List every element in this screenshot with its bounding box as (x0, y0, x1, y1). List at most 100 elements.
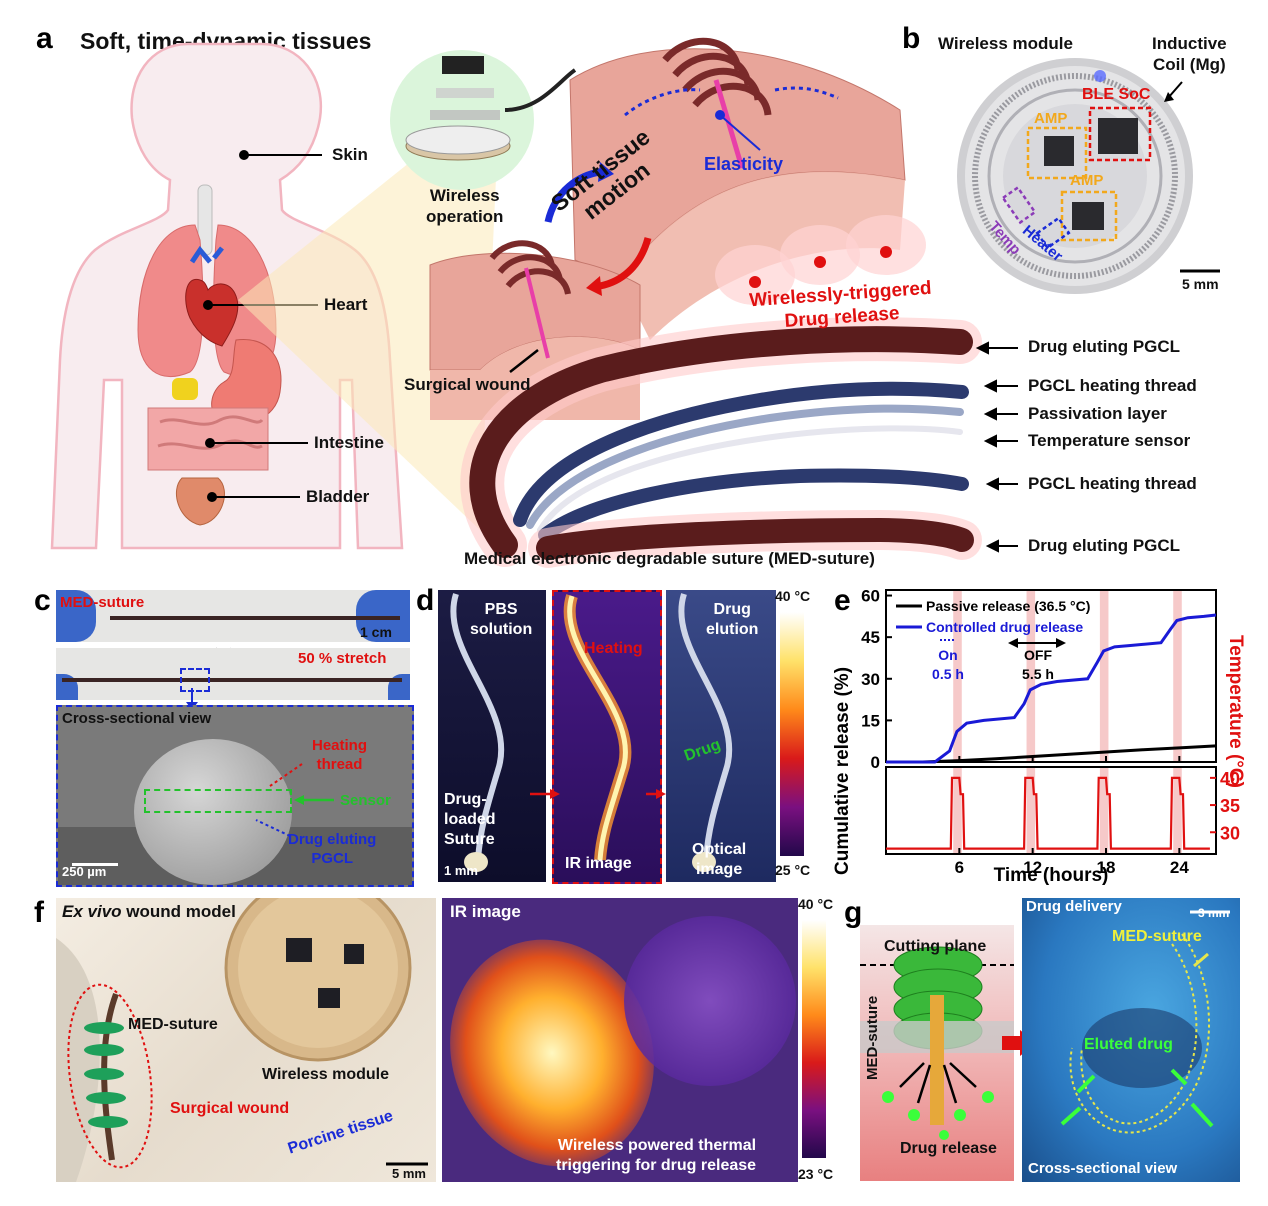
chip (442, 56, 484, 74)
amp-label-1: AMP (1034, 110, 1068, 127)
on-window-top (953, 590, 962, 762)
layer-temperature-sensor: Temperature sensor (1028, 431, 1191, 450)
ir-photo (552, 590, 662, 884)
f-ir-label: IR image (450, 902, 521, 921)
y-tick-label: 0 (871, 753, 880, 772)
panel-label-d: d (416, 584, 435, 617)
f-colorbar (802, 920, 826, 1158)
c-sensor-label: Sensor (340, 792, 391, 809)
d-cbar-max: 40 °C (775, 588, 811, 604)
on-window-bottom (953, 767, 962, 854)
layered-suture (460, 317, 982, 568)
layer-drug-eluting-bottom: Drug eluting PGCL (1028, 536, 1181, 555)
controlled-release-line (886, 613, 1217, 764)
organ-skin: Skin (332, 145, 368, 164)
on-window-bottom (1173, 767, 1182, 854)
release-dots (715, 215, 926, 305)
panel-label-g: g (844, 896, 863, 929)
suture-photo-stretched (56, 648, 410, 700)
passive-release-line (886, 744, 1217, 764)
pbs-photo (438, 590, 546, 882)
bladder (175, 477, 225, 526)
y2-tick-label: 40 (1220, 769, 1240, 789)
e-xlabel: Time (hours) (994, 865, 1109, 885)
x-tick-label: 18 (1097, 858, 1116, 877)
organ-intestine: Intestine (314, 433, 384, 452)
gallbladder (172, 378, 198, 400)
e-off-duration: 5.5 h (1022, 666, 1054, 682)
panel-label-a: a (36, 22, 53, 55)
f-ir-photo (442, 898, 798, 1182)
g-med-suture-vertical: MED-suture (864, 995, 881, 1080)
elasticity-label: Elasticity (704, 154, 784, 174)
motion-arrow-blue (544, 168, 601, 223)
heart (185, 278, 239, 347)
f-surgical-wound-label: Surgical wound (170, 1100, 290, 1117)
x-tick-label: 6 (955, 858, 964, 877)
y2-tick-label: 35 (1220, 796, 1240, 816)
wireless-module-label: Wireless module (938, 34, 1073, 53)
layer-passivation: Passivation layer (1028, 404, 1167, 423)
g-med-suture-label: MED-suture (1112, 928, 1202, 945)
ex-vivo-photo (56, 898, 436, 1182)
x-tick-label: 12 (1023, 858, 1042, 877)
d-scale-1mm: 1 mm (444, 863, 478, 878)
organ-heart: Heart (324, 295, 368, 314)
g-drug-delivery-label: Drug delivery (1026, 898, 1122, 915)
e-ylabel2: Temperature (°C) (1225, 635, 1246, 788)
x-tick-label: 24 (1170, 858, 1189, 877)
e-ylabel: Cumulative release (%) (832, 667, 853, 875)
e-on-label: On (938, 647, 957, 663)
f-med-suture-label: MED-suture (128, 1016, 218, 1033)
panel-label-c: c (34, 584, 51, 617)
d-colorbar (780, 612, 804, 856)
panel-label-f: f (34, 896, 44, 929)
on-window-bottom (1026, 767, 1036, 854)
e-on-duration: 0.5 h (932, 666, 964, 682)
f-scale-5mm: 5 mm (392, 1166, 426, 1181)
legend-passive: Passive release (36.5 °C) (926, 598, 1090, 614)
y2-tick-label: 30 (1220, 823, 1240, 843)
g-cutting-plane-label: Cutting plane (884, 938, 987, 955)
legend-controlled: Controlled drug release (926, 619, 1083, 635)
f-title: Ex vivo wound model (62, 902, 236, 921)
panel-label-e: e (834, 584, 851, 617)
optical-photo (666, 590, 776, 882)
on-window-top (1173, 590, 1182, 762)
wireless-module-photo (957, 58, 1220, 294)
g-eluted-drug-label: Eluted drug (1084, 1036, 1173, 1053)
on-window-top (1026, 590, 1036, 762)
y-tick-label: 15 (861, 711, 880, 730)
layer-heating-thread-top: PGCL heating thread (1028, 376, 1197, 395)
c-med-suture-label: MED-suture (60, 594, 145, 611)
motion-arrow-red (599, 236, 652, 290)
scale-bar-b: 5 mm (1182, 276, 1219, 292)
g-schematic (860, 925, 1014, 1181)
c-cross-section-label: Cross-sectional view (62, 710, 212, 727)
d-ir-image-label: IR image (565, 855, 632, 872)
ble-soc-label: BLE SoC (1082, 86, 1151, 103)
panel-a-illustration (50, 37, 1018, 568)
layer-drug-eluting-top: Drug eluting PGCL (1028, 337, 1181, 356)
g-scale-3mm: 3 mm (1198, 906, 1230, 920)
g-cross-section-photo (1022, 898, 1240, 1182)
panel-label-b: b (902, 22, 921, 55)
organ-bladder: Bladder (306, 487, 370, 506)
d-cbar-min: 25 °C (775, 862, 811, 878)
y-tick-label: 30 (861, 670, 880, 689)
med-suture-caption: Medical electronic degradable suture (ME… (464, 549, 875, 568)
sem-cross-section (56, 705, 414, 887)
d-heating-label: Heating (584, 640, 643, 657)
y-tick-label: 45 (861, 628, 880, 647)
layer-heating-thread-bottom: PGCL heating thread (1028, 474, 1197, 493)
suture-photo-relaxed (56, 590, 410, 642)
